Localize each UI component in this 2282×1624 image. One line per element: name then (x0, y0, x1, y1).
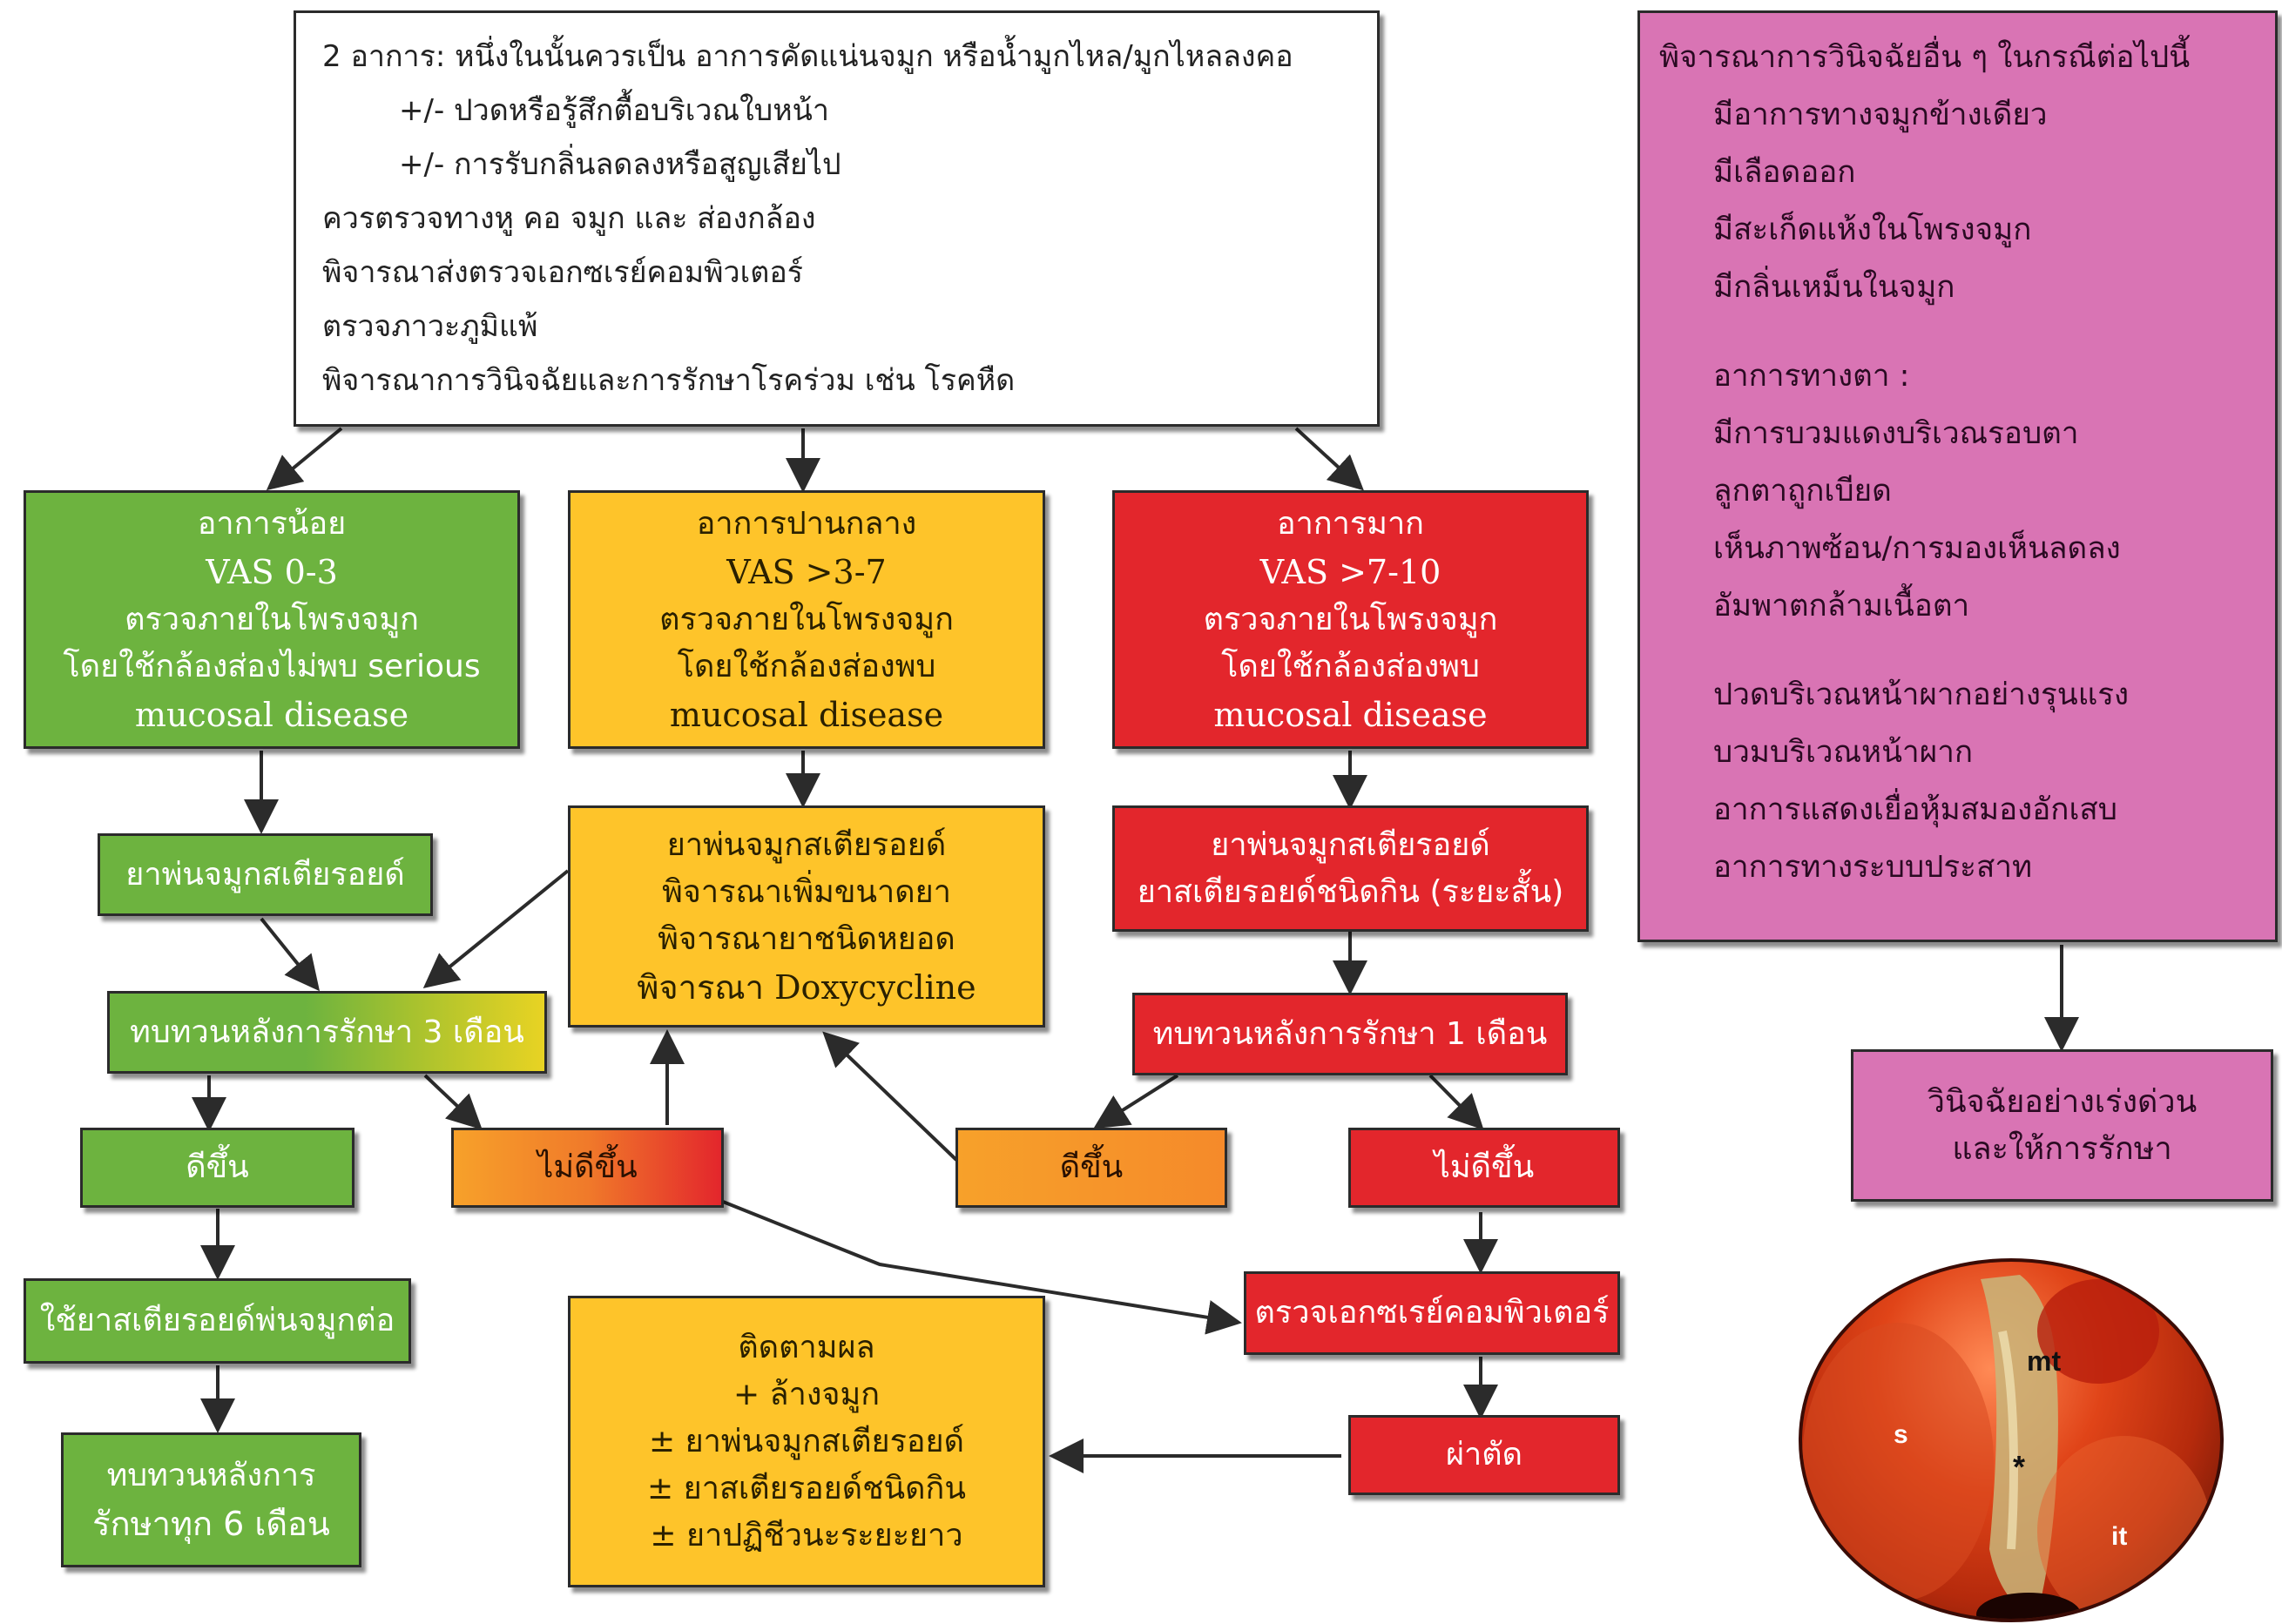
red-flag-eye-4: อัมพาตกล้ามเนื้อตา (1713, 589, 1970, 623)
red-flag-nasal-4: มีกลิ่นเหม็นในจมูก (1713, 270, 1955, 305)
arrow-sbetter-to-modtreat (822, 1031, 958, 1162)
red-flag-box: พิจารณาการวินิจฉัยอื่น ๆ ในกรณีต่อไปนี้ … (1637, 10, 2278, 942)
followup-title: ติดตามผล (738, 1329, 875, 1365)
moderate-vas: VAS >3-7 (726, 552, 887, 591)
arrow-mildtreat-to-review (260, 917, 321, 992)
severe-disease-line: mucosal disease (1213, 695, 1488, 734)
moderate-title: อาการปานกลาง (696, 505, 917, 542)
mild-disease-line: mucosal disease (134, 695, 409, 734)
moderate-endoscope-line: โดยใช้กล้องส่องพบ (677, 648, 936, 684)
severe-review-1month-text: ทบทวนหลังการรักษา 1 เดือน (1152, 1015, 1548, 1052)
mild-better-text: ดีขึ้น (186, 1149, 249, 1185)
endoscopic-view: mt s * it (1802, 1275, 2211, 1619)
mild-severity-box: อาการน้อย VAS 0-3 ตรวจภายในโพรงจมูก โดยใ… (24, 490, 520, 749)
severe-severity-box: อาการมาก VAS >7-10 ตรวจภายในโพรงจมูก โดย… (1112, 490, 1589, 749)
moderate-treat-line1: ยาพ่นจมูกสเตียรอยด์ (666, 826, 947, 863)
red-flag-eye-3: เห็นภาพซ้อน/การมองเห็นลดลง (1713, 531, 2121, 566)
severe-better-box: ดีขึ้น (955, 1128, 1227, 1208)
red-flag-other-2: บวมบริเวณหน้าผาก (1713, 735, 1974, 770)
followup-line4: ± ยาสเตียรอยด์ชนิดกิน (647, 1470, 966, 1506)
severe-exam-line: ตรวจภายในโพรงจมูก (1203, 601, 1498, 637)
surgery-box: ผ่าตัด (1348, 1415, 1620, 1495)
allergy-test-text: ตรวจภาวะภูมิแพ้ (322, 309, 538, 344)
arrow-sreview-to-worse (1428, 1074, 1484, 1130)
severe-worse-box: ไม่ดีขึ้น (1348, 1128, 1620, 1208)
severe-review-1month-box: ทบทวนหลังการรักษา 1 เดือน (1132, 993, 1568, 1075)
mild-worse-text: ไม่ดีขึ้น (537, 1149, 638, 1185)
mild-exam-line: ตรวจภายในโพรงจมูก (125, 601, 419, 637)
facial-pain-text: +/- ปวดหรือรู้สึกตื้อบริเวณใบหน้า (399, 93, 829, 128)
continue-steroid-box: ใช้ยาสเตียรอยด์พ่นจมูกต่อ (24, 1278, 411, 1364)
mild-steroid-spray-text: ยาพ่นจมูกสเตียรอยด์ (125, 856, 405, 893)
ct-scan-box: ตรวจเอกซเรย์คอมพิวเตอร์ (1244, 1271, 1620, 1355)
label-star: * (2013, 1449, 2025, 1485)
review-6month-box: ทบทวนหลังการ รักษาทุก 6 เดือน (61, 1432, 361, 1567)
arrow-review-to-worse (423, 1074, 483, 1130)
review-6month-line1: ทบทวนหลังการ (106, 1457, 316, 1493)
followup-line2: + ล้างจมูก (733, 1376, 881, 1412)
severe-treat-line2: ยาสเตียรอยด์ชนิดกิน (ระยะสั้น) (1137, 873, 1564, 910)
urgent-line2: และให้การรักษา (1952, 1130, 2172, 1167)
red-flag-nasal-2: มีเลือดออก (1713, 155, 1856, 190)
severe-vas: VAS >7-10 (1259, 552, 1441, 591)
moderate-treatment-box: ยาพ่นจมูกสเตียรอยด์ พิจารณาเพิ่มขนาดยา พ… (568, 805, 1045, 1028)
severe-endoscope-line: โดยใช้กล้องส่องพบ (1221, 648, 1480, 684)
ct-scan-text: ตรวจเอกซเรย์คอมพิวเตอร์ (1254, 1295, 1610, 1331)
followup-line3: ± ยาพ่นจมูกสเตียรอยด์ (648, 1423, 965, 1459)
red-flag-eye-1: มีการบวมแดงบริเวณรอบตา (1713, 416, 2079, 451)
arrow-sreview-to-better (1093, 1074, 1179, 1129)
moderate-disease-line: mucosal disease (669, 695, 944, 734)
review-6month-line2: รักษาทุก 6 เดือน (92, 1504, 330, 1543)
mild-steroid-spray-box: ยาพ่นจมูกสเตียรอยด์ (98, 833, 433, 916)
moderate-treat-line2: พิจารณาเพิ่มขนาดยา (662, 873, 951, 910)
mild-endoscope-line: โดยใช้กล้องส่องไม่พบ serious (63, 648, 481, 684)
red-flag-nasal-3: มีสะเก็ดแห้งในโพรงจมูก (1713, 212, 2032, 247)
ent-exam-text: ควรตรวจทางหู คอ จมูก และ ส่องกล้อง (322, 201, 816, 236)
red-flag-other-1: ปวดบริเวณหน้าผากอย่างรุนแรง (1713, 677, 2130, 712)
red-flag-eye-title: อาการทางตา : (1713, 359, 1910, 394)
label-it: it (2111, 1522, 2127, 1551)
moderate-treat-line4: พิจารณา Doxycycline (637, 967, 976, 1007)
initial-assessment-box: 2 อาการ: หนึ่งในนั้นควรเป็น อาการคัดแน่น… (294, 10, 1380, 427)
arrow-top-to-mild (266, 427, 343, 491)
mild-review-3month-box: ทบทวนหลังการรักษา 3 เดือน (107, 991, 547, 1074)
severe-better-text: ดีขึ้น (1059, 1149, 1124, 1185)
severe-treat-line1: ยาพ่นจมูกสเตียรอยด์ (1211, 826, 1490, 863)
severe-worse-text: ไม่ดีขึ้น (1434, 1149, 1535, 1185)
followup-box: ติดตามผล + ล้างจมูก ± ยาพ่นจมูกสเตียรอยด… (568, 1296, 1045, 1587)
red-flag-eye-2: ลูกตาถูกเบียด (1713, 474, 1892, 509)
endoscopic-image: mt s * it (1799, 1258, 2224, 1622)
mild-vas: VAS 0-3 (206, 552, 338, 591)
smell-loss-text: +/- การรับกลิ่นลดลงหรือสูญเสียไป (399, 147, 841, 182)
label-mt: mt (2027, 1345, 2061, 1377)
mild-title: อาการน้อย (197, 505, 347, 542)
ct-consider-text: พิจารณาส่งตรวจเอกซเรย์คอมพิวเตอร์ (322, 255, 804, 290)
red-flag-title: พิจารณาการวินิจฉัยอื่น ๆ ในกรณีต่อไปนี้ (1659, 40, 2191, 75)
symptom-criteria-text: 2 อาการ: หนึ่งในนั้นควรเป็น อาการคัดแน่น… (322, 39, 1293, 74)
arrow-mworse-to-ct (722, 1200, 1242, 1335)
red-flag-other-3: อาการแสดงเยื่อหุ้มสมองอักเสบ (1713, 792, 2117, 827)
red-flag-nasal-1: มีอาการทางจมูกข้างเดียว (1713, 98, 2048, 132)
severe-treatment-box: ยาพ่นจมูกสเตียรอยด์ ยาสเตียรอยด์ชนิดกิน … (1112, 805, 1589, 932)
arrow-top-to-severe (1294, 427, 1364, 491)
urgent-line1: วินิจฉัยอย่างเร่งด่วน (1927, 1083, 2198, 1120)
severe-title: อาการมาก (1277, 505, 1424, 542)
surgery-text: ผ่าตัด (1445, 1437, 1523, 1472)
moderate-severity-box: อาการปานกลาง VAS >3-7 ตรวจภายในโพรงจมูก … (568, 490, 1045, 749)
moderate-treat-line3: พิจารณายาชนิดหยอด (658, 920, 955, 957)
arrow-modtreat-to-mildreview (422, 869, 570, 989)
red-flag-other-4: อาการทางระบบประสาท (1713, 850, 2033, 885)
continue-steroid-text: ใช้ยาสเตียรอยด์พ่นจมูกต่อ (39, 1303, 395, 1338)
mild-review-3month-text: ทบทวนหลังการรักษา 3 เดือน (130, 1014, 524, 1050)
followup-line5: ± ยาปฏิชีวนะระยะยาว (650, 1517, 963, 1553)
comorbidity-text: พิจารณาการวินิจฉัยและการรักษาโรคร่วม เช่… (322, 363, 1016, 398)
moderate-exam-line: ตรวจภายในโพรงจมูก (659, 601, 954, 637)
mild-better-box: ดีขึ้น (80, 1128, 354, 1208)
mild-worse-box: ไม่ดีขึ้น (451, 1128, 724, 1208)
urgent-treatment-box: วินิจฉัยอย่างเร่งด่วน และให้การรักษา (1851, 1049, 2273, 1202)
label-s: s (1894, 1420, 1908, 1449)
